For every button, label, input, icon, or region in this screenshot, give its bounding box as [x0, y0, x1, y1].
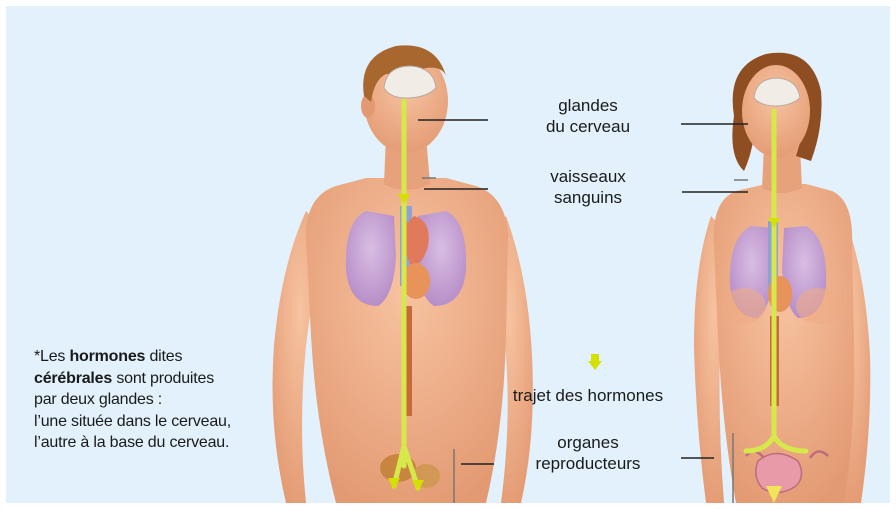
hormones-note: *Les hormones dites cérébrales sont prod… — [34, 346, 314, 454]
label-brain-glands-line2: du cerveau — [518, 116, 658, 137]
down-arrow-icon — [588, 354, 602, 370]
female-figure — [694, 53, 870, 503]
label-reproductive-organs-line2: reproducteurs — [518, 453, 658, 474]
note-line-3: par deux glandes : — [34, 389, 314, 411]
note-cerebrales-bold: cérébrales — [34, 370, 112, 387]
note-mid2: sont produites — [112, 370, 214, 387]
label-blood-vessels: vaisseaux sanguins — [518, 166, 658, 208]
label-blood-vessels-line2: sanguins — [518, 187, 658, 208]
label-reproductive-organs-line1: organes — [518, 432, 658, 453]
label-blood-vessels-line1: vaisseaux — [518, 166, 658, 187]
label-hormone-path: trajet des hormones — [492, 385, 684, 406]
label-brain-glands-line1: glandes — [518, 95, 658, 116]
note-line-5: l’autre à la base du cerveau. — [34, 432, 314, 454]
note-prefix: *Les — [34, 348, 69, 365]
note-mid1: dites — [145, 348, 182, 365]
note-hormones-bold: hormones — [69, 348, 145, 365]
note-line-2: cérébrales sont produites — [34, 368, 314, 390]
illustration-panel: glandes du cerveau vaisseaux sanguins tr… — [6, 6, 890, 503]
label-reproductive-organs: organes reproducteurs — [518, 432, 658, 474]
note-line-4: l’une située dans le cerveau, — [34, 411, 314, 433]
note-line-1: *Les hormones dites — [34, 346, 314, 368]
label-brain-glands: glandes du cerveau — [518, 95, 658, 137]
